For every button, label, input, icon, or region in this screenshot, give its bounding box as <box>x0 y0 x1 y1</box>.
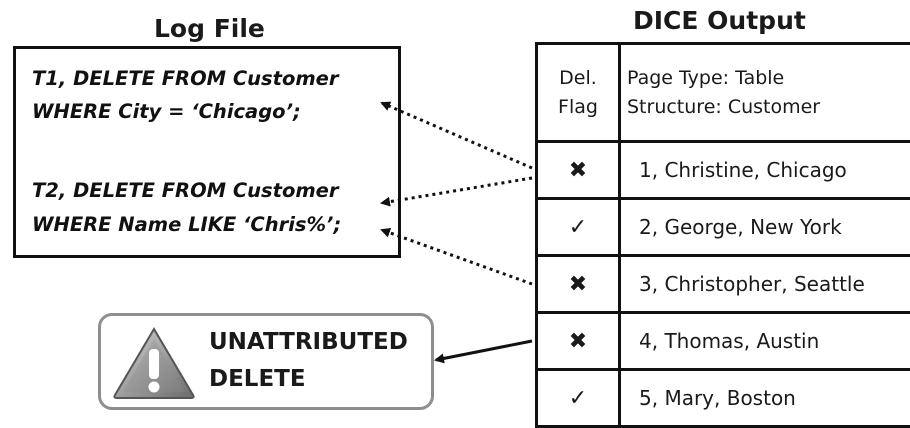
arrow-row1-to-t1 <box>382 103 532 168</box>
arrow-row4-to-callout <box>436 341 532 360</box>
arrow-row3-to-t2 <box>382 230 532 284</box>
arrow-row1-to-t2 <box>382 178 532 203</box>
